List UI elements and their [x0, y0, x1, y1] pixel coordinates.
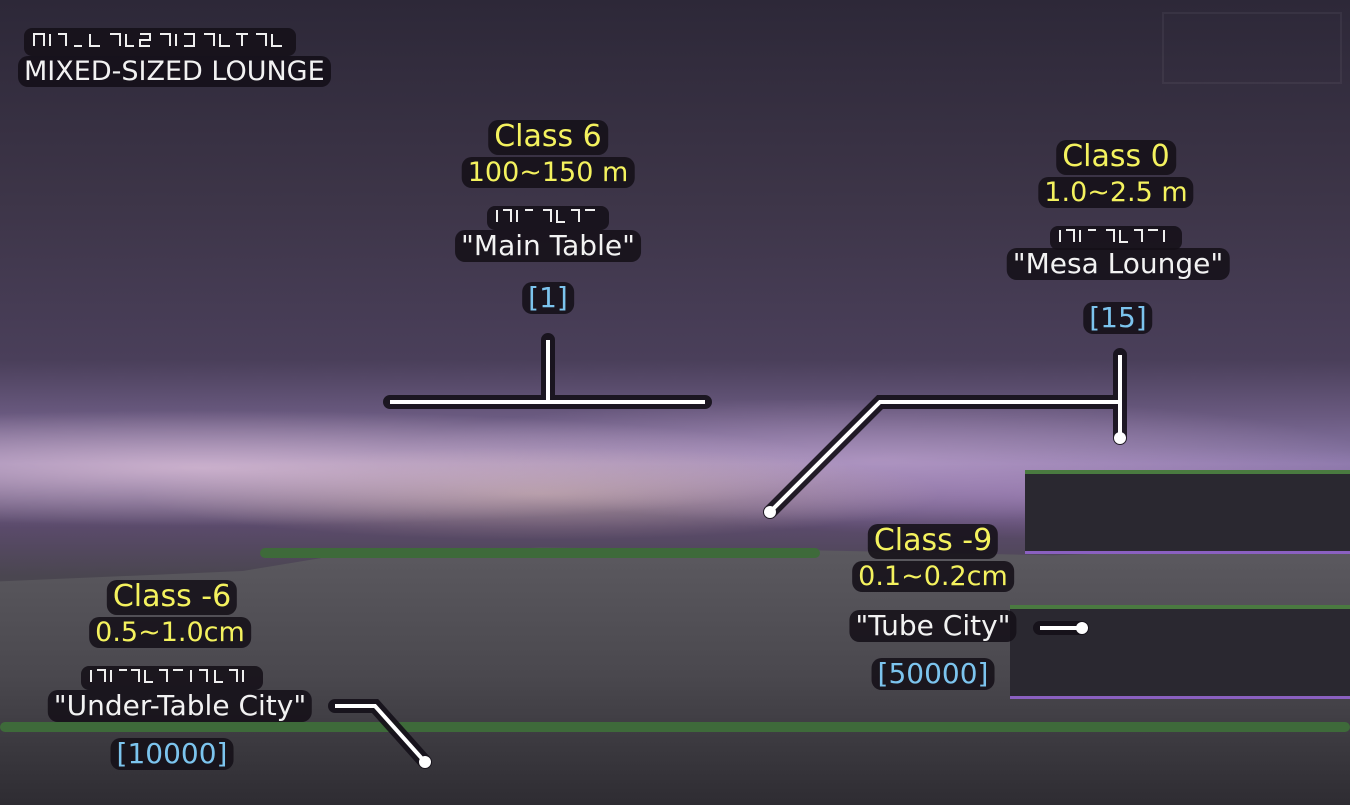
count-main-table: [1]: [522, 281, 574, 315]
size-tube-city: 0.1~0.2cm: [852, 561, 1014, 593]
class-label-main-table: Class 6: [488, 119, 608, 155]
mesa-lounge-tier: [1025, 470, 1350, 554]
watermark-logo: [1162, 12, 1342, 84]
conscript-caption-title: [24, 28, 296, 56]
conscript-mesa-lounge: [1050, 226, 1182, 250]
size-under-table-city: 0.5~1.0cm: [89, 617, 251, 649]
class-label-mesa-lounge: Class 0: [1056, 139, 1176, 175]
class-label-under-table-city: Class -6: [106, 579, 238, 615]
name-tube-city: "Tube City": [849, 609, 1017, 643]
moss-edge: [260, 548, 820, 558]
bracket-main-table: [390, 340, 705, 404]
leader-mesa-lounge: [768, 355, 1122, 514]
size-mesa-lounge: 1.0~2.5 m: [1038, 177, 1194, 209]
count-mesa-lounge: [15]: [1083, 301, 1153, 335]
name-mesa-lounge: "Mesa Lounge": [1006, 247, 1230, 281]
size-main-table: 100~150 m: [461, 157, 635, 189]
tube-city-tier: [1010, 605, 1350, 699]
count-under-table-city: [10000]: [110, 737, 234, 771]
conscript-main-table: [487, 206, 609, 230]
leader-under-table: [335, 704, 427, 764]
moss-edge-lower: [0, 722, 1350, 732]
name-under-table-city: "Under-Table City": [47, 689, 313, 723]
class-label-tube-city: Class -9: [867, 523, 999, 559]
conscript-under-table-city: [81, 666, 263, 690]
count-tube-city: [50000]: [871, 657, 995, 691]
page-title: MIXED-SIZED LOUNGE: [18, 56, 331, 87]
name-main-table: "Main Table": [455, 229, 641, 263]
